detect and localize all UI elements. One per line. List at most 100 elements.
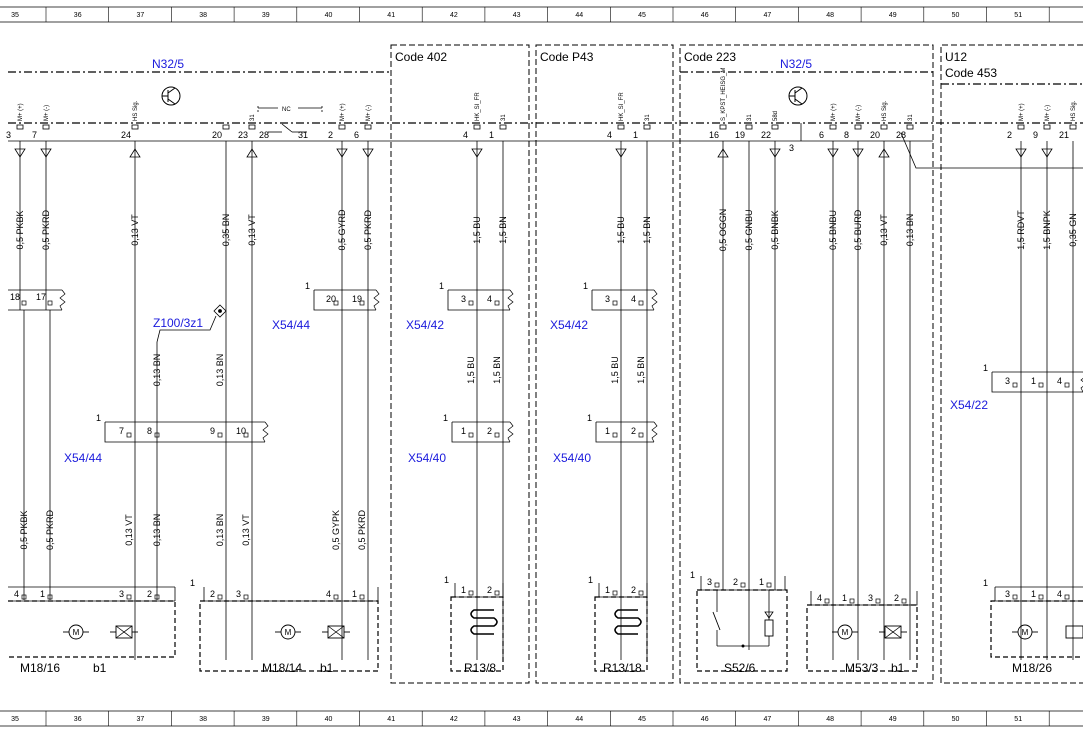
component-pin-number: 1 [352,589,357,599]
component-terminal [1064,594,1070,600]
module-pin-number: 16 [709,130,719,140]
connector-pin-number: 8 [147,426,152,436]
connector-pin-number: 2 [631,426,636,436]
component-label: M53/3 [845,661,879,675]
component-pin-number: 3 [707,577,712,587]
component-pin-number: 3 [119,589,124,599]
connector-break [373,289,380,311]
connector-label: X54/40 [553,451,591,465]
pin-signal-name: M+ (-) [44,105,50,121]
pin-signal-name: 31 [250,114,256,121]
component-terminal [740,582,746,588]
ruler-number: 47 [764,716,772,723]
module-pin-number: 23 [238,130,248,140]
component-terminal [333,594,339,600]
ruler-number: 43 [513,12,521,19]
ruler-number: 49 [889,716,897,723]
component-terminal [47,594,53,600]
component-terminal [714,582,720,588]
connector-pin-number: 19 [352,294,362,304]
transistor-icon [788,86,808,106]
pin-terminal [719,124,727,130]
code-402-frame [390,44,530,684]
module-pin-number: 24 [121,130,131,140]
nc-label: NC [282,107,291,113]
connector-terminal [612,432,618,438]
pin-one-mark: 1 [305,281,310,291]
pin-signal-name: HK_SI_FR [475,92,481,121]
ruler-number: 39 [262,716,270,723]
component-label: S52/6 [724,661,756,675]
module-pin-number: 19 [735,130,745,140]
wire-spec: 1,5 BN [492,356,502,384]
module-right-label: N32/5 [780,57,812,71]
motor-icon: M [73,628,80,637]
pin-signal-name: 31 [908,114,914,121]
pin-signal-name: M+ (-) [1045,105,1051,121]
module-pin-number: 28 [259,130,269,140]
pin-terminal [1043,124,1051,130]
connector-body [447,290,510,311]
pin-terminal [473,124,481,130]
connector-terminal [333,300,339,306]
pin-signal-name: M+ (+) [18,103,24,121]
connector-terminal [126,432,132,438]
component-terminal [1038,594,1044,600]
connector-pin-number: 3 [1005,376,1010,386]
connector-terminal [217,432,223,438]
module-pin-number: 8 [844,130,849,140]
hall-sensor-icon [884,625,902,639]
pin-terminal [131,124,139,130]
module-pin-number: 31 [298,130,308,140]
connector-pin-number: 1 [461,426,466,436]
code-223-label: Code 223 [684,50,736,64]
connector-terminal [638,300,644,306]
ruler-number: 40 [325,12,333,19]
connector-terminal [638,432,644,438]
component-pin-number: 2 [733,577,738,587]
wire-spec: 0,5 PKRD [45,509,55,550]
connector-break [651,421,658,443]
connector-body [591,290,654,311]
ruler-number: 35 [11,12,19,19]
connector-pin-number: 9 [210,426,215,436]
component-terminal [21,594,27,600]
module-pin-number: 28 [896,130,906,140]
ruler-number: 48 [826,12,834,19]
connector-body [313,290,376,311]
ground-splice [156,304,227,343]
pin-signal-name: M+ (-) [856,105,862,121]
component-pin-number: 1 [40,589,45,599]
component-housing [199,600,379,672]
pin-signal-name: M+ (+) [831,103,837,121]
pin-signal-name: HS Sig. [1071,100,1077,121]
pin-signal-name: 31 [501,114,507,121]
component-pin-number: 4 [326,589,331,599]
connector-label: X54/42 [550,318,588,332]
module-pin-number: 2 [1007,130,1012,140]
connector-label: X54/44 [272,318,310,332]
ruler-number: 36 [74,716,82,723]
module-pin-number: 4 [463,130,468,140]
module-pin-number: 6 [819,130,824,140]
wire-spec: 0,13 VT [124,514,134,546]
component-terminal [849,598,855,604]
component-pin-number: 1 [842,593,847,603]
ruler-number: 44 [575,12,583,19]
component-pin-number: 2 [631,585,636,595]
component-pin-number: 1 [759,577,764,587]
module-pin-number: 2 [328,130,333,140]
component-housing [450,596,504,672]
branch-wire [800,123,1083,169]
ruler-number: 49 [889,12,897,19]
component-terminal [154,594,160,600]
connector-pin-number: 17 [36,292,46,302]
pin-terminal [499,124,507,130]
connector-pin-number: 1 [1031,376,1036,386]
code-453-label: Code 453 [945,66,997,80]
connector-pin-number: 7 [119,426,124,436]
ground-label: Z100/3z1 [153,316,203,330]
